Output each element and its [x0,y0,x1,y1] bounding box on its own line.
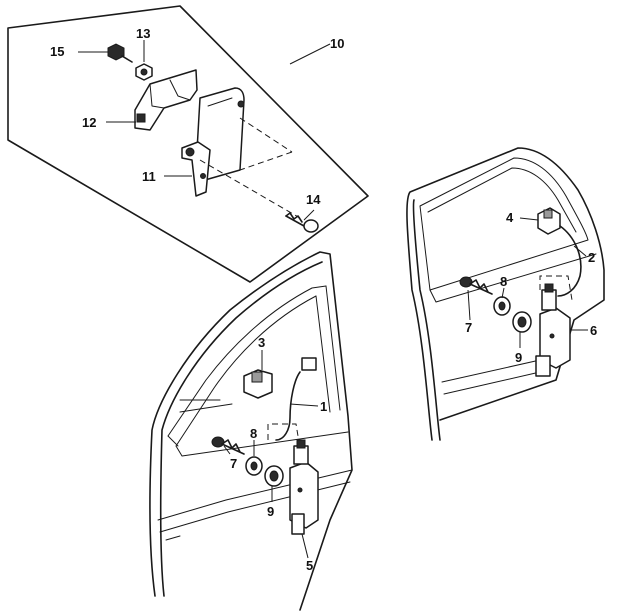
rear-door [406,147,605,441]
label-part-7-front: 7 [230,456,237,471]
rod-part-2 [557,225,582,297]
label-part-1: 1 [320,399,327,414]
front-door [149,251,353,611]
nut-part-13 [135,63,153,81]
inset-frame [7,5,369,283]
assembly-line [267,423,301,449]
clip-part-4 [537,207,561,235]
label-part-4: 4 [506,210,514,225]
screw-part-7-front [211,436,245,455]
label-part-8-rear: 8 [500,274,507,289]
inset-panel [7,5,369,283]
leader-lines [78,40,588,559]
screw-part-7-rear [459,276,493,295]
label-part-8-front: 8 [250,426,257,441]
callout-labels: 15 13 10 12 11 14 3 1 7 8 9 5 4 2 7 8 9 … [50,26,597,573]
bolt-part-15 [107,43,133,63]
rod-clip [301,357,317,371]
rod-part-1 [275,371,301,441]
clip-part-3 [243,369,273,399]
label-part-11: 11 [142,169,156,184]
label-part-10: 10 [330,36,344,51]
front-door-parts [211,357,319,535]
assembly-line [239,151,293,171]
assembly-line [239,117,293,153]
label-part-6: 6 [590,323,597,338]
label-part-2: 2 [588,250,595,265]
label-part-5: 5 [306,558,313,573]
label-part-14: 14 [306,192,321,207]
label-part-15: 15 [50,44,64,59]
label-part-9-front: 9 [267,504,274,519]
rear-door-parts [459,207,582,377]
label-part-12: 12 [82,115,96,130]
label-part-9-rear: 9 [515,350,522,365]
assembly-line [539,275,573,301]
screw-part-14 [285,212,319,233]
bracket-part-11 [181,141,211,197]
label-part-7-rear: 7 [465,320,472,335]
label-part-13: 13 [136,26,150,41]
actuator-part-5 [289,439,319,535]
actuator-part-6 [535,283,571,377]
bracket-part-12 [134,69,198,131]
label-part-3: 3 [258,335,265,350]
